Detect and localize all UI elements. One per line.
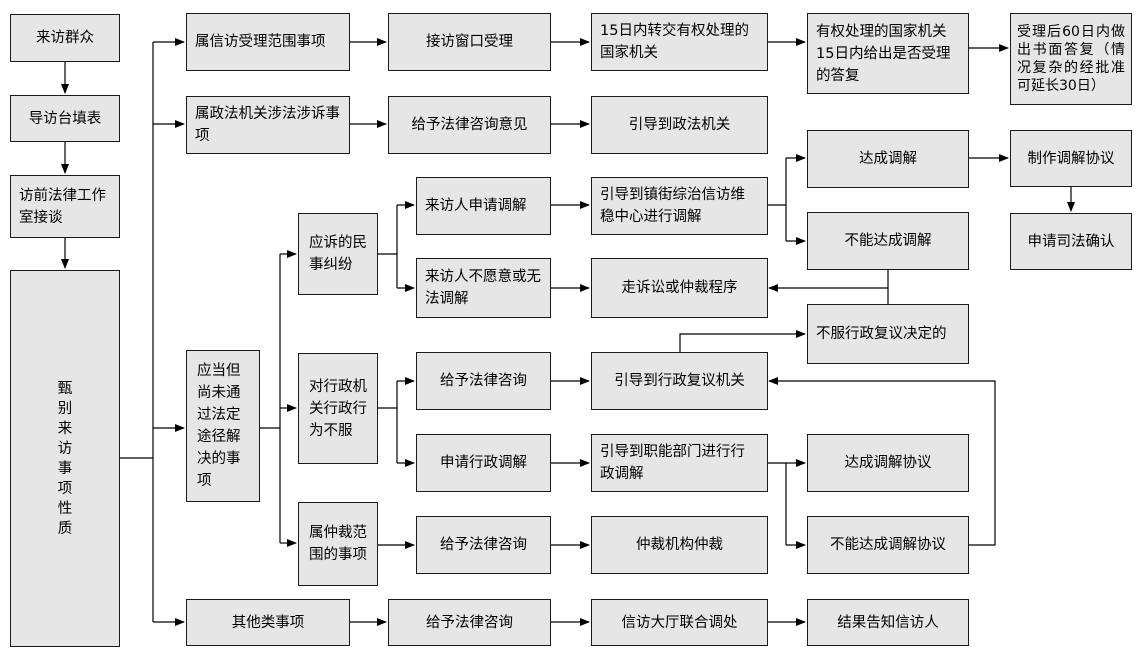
node-unwilling-label: 来访人不愿意或无法调解 — [425, 269, 541, 307]
node-dept: 引导到职能部门进行行政调解 — [591, 434, 768, 492]
node-not-mediated: 不能达成调解 — [807, 212, 969, 270]
node-admin: 对行政机关行政行为不服 — [298, 353, 378, 464]
node-reply60: 受理后60日内做出书面答复（情况复杂的经批准可延长30日） — [1010, 13, 1132, 105]
node-review-org-label: 引导到行政复议机关 — [614, 373, 745, 389]
node-admin-fail-label: 不能达成调解协议 — [830, 537, 946, 553]
node-apply-admin-med-label: 申请行政调解 — [440, 455, 527, 471]
node-visitor: 来访群众 — [10, 14, 120, 62]
node-legal-route-label: 应当但尚未通过法定途径解决的事项 — [197, 363, 241, 489]
node-judicial-label: 申请司法确认 — [1027, 233, 1115, 250]
node-consult-arb-label: 给予法律咨询 — [440, 537, 527, 553]
node-not-mediated-label: 不能达成调解 — [844, 233, 932, 249]
admin-fail-to-review-line — [768, 377, 996, 546]
node-make-agreement: 制作调解协议 — [1010, 130, 1132, 187]
node-civil: 应诉的民事纠纷 — [298, 213, 378, 295]
node-reply15: 有权处理的国家机关15日内给出是否受理的答复 — [807, 13, 969, 94]
node-litigation: 走诉讼或仲裁程序 — [591, 258, 768, 318]
node-screen-label: 甄别来访事项性质 — [57, 380, 73, 537]
node-mediated-label: 达成调解 — [859, 151, 917, 167]
node-apply-mediation: 来访人申请调解 — [416, 177, 551, 235]
node-arbitration: 属仲裁范围的事项 — [298, 502, 378, 586]
node-advice-label: 给予法律咨询意见 — [411, 117, 528, 133]
node-dept-label: 引导到职能部门进行行政调解 — [600, 444, 745, 482]
node-arbitration-label: 属仲裁范围的事项 — [309, 525, 367, 563]
node-guide-politics-label: 引导到政法机关 — [628, 117, 731, 133]
node-apply-admin-med: 申请行政调解 — [416, 434, 551, 492]
node-advice: 给予法律咨询意见 — [388, 96, 551, 154]
node-admin-label: 对行政机关行政行为不服 — [309, 378, 367, 439]
node-transfer-label: 15日内转交有权处理的国家机关 — [600, 23, 749, 61]
node-visitor-label: 来访群众 — [36, 30, 94, 46]
node-window-label: 接访窗口受理 — [426, 34, 513, 50]
node-consult-admin-label: 给予法律咨询 — [440, 373, 527, 389]
node-admin-fail: 不能达成调解协议 — [807, 516, 969, 574]
node-consult-admin: 给予法律咨询 — [416, 352, 551, 410]
node-screen: 甄别来访事项性质 — [10, 270, 120, 647]
node-politics: 属政法机关涉法涉诉事项 — [186, 96, 350, 154]
node-reply15-label: 有权处理的国家机关15日内给出是否受理的答复 — [816, 23, 951, 84]
node-other: 其他类事项 — [186, 599, 350, 646]
node-hall: 信访大厅联合调处 — [591, 599, 768, 646]
node-civil-label: 应诉的民事纠纷 — [309, 235, 367, 273]
node-fill-form: 导访台填表 — [10, 95, 120, 142]
node-admin-agree: 达成调解协议 — [807, 434, 969, 492]
node-reply60-label: 受理后60日内做出书面答复（情况复杂的经批准可延长30日） — [1017, 24, 1125, 94]
node-consult-other: 给予法律咨询 — [388, 599, 551, 646]
node-politics-label: 属政法机关涉法涉诉事项 — [195, 106, 340, 144]
node-arb-org: 仲裁机构仲裁 — [591, 516, 768, 574]
node-legal-talk-label: 访前法律工作室接谈 — [19, 187, 106, 226]
node-center-label: 引导到镇街综治信访维稳中心进行调解 — [600, 187, 745, 225]
node-window: 接访窗口受理 — [388, 13, 551, 71]
node-legal-talk: 访前法律工作室接谈 — [10, 175, 120, 238]
node-apply-mediation-label: 来访人申请调解 — [425, 198, 527, 214]
node-judicial: 申请司法确认 — [1010, 213, 1132, 270]
node-review-org: 引导到行政复议机关 — [591, 352, 768, 410]
node-refuse-review-label: 不服行政复议决定的 — [816, 326, 947, 342]
node-result: 结果告知信访人 — [807, 599, 969, 646]
node-other-label: 其他类事项 — [231, 614, 305, 631]
node-fill-form-label: 导访台填表 — [28, 110, 102, 127]
node-result-label: 结果告知信访人 — [837, 614, 939, 631]
node-arb-org-label: 仲裁机构仲裁 — [636, 537, 723, 553]
node-make-agreement-label: 制作调解协议 — [1027, 150, 1115, 167]
node-transfer: 15日内转交有权处理的国家机关 — [591, 13, 768, 71]
node-mediated: 达成调解 — [807, 130, 969, 188]
node-litigation-label: 走诉讼或仲裁程序 — [621, 280, 738, 296]
node-legal-route: 应当但尚未通过法定途径解决的事项 — [186, 350, 260, 502]
node-petition-scope-label: 属信访受理范围事项 — [195, 34, 326, 50]
node-petition-scope: 属信访受理范围事项 — [186, 13, 350, 71]
node-unwilling: 来访人不愿意或无法调解 — [416, 258, 551, 318]
node-hall-label: 信访大厅联合调处 — [621, 614, 738, 631]
node-consult-other-label: 给予法律咨询 — [426, 614, 513, 631]
review-to-refuse-line — [679, 330, 806, 352]
node-center: 引导到镇街综治信访维稳中心进行调解 — [591, 177, 768, 235]
node-admin-agree-label: 达成调解协议 — [844, 455, 932, 471]
node-consult-arb: 给予法律咨询 — [416, 516, 551, 574]
node-refuse-review: 不服行政复议决定的 — [807, 304, 969, 364]
node-guide-politics: 引导到政法机关 — [591, 96, 768, 154]
